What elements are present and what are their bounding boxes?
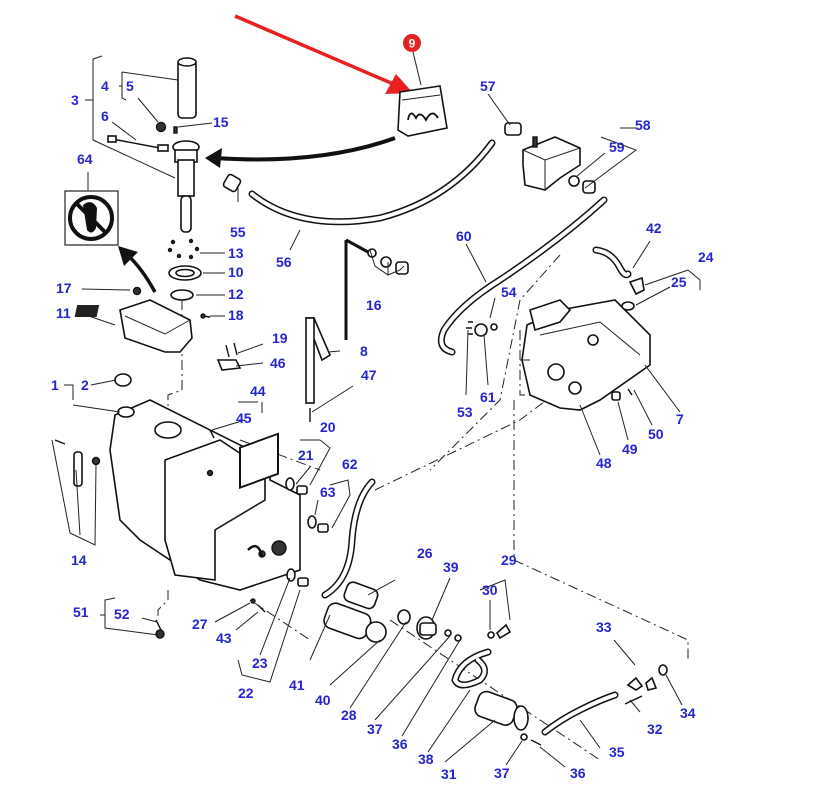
callout-23[interactable]: 23 [252, 655, 268, 671]
tank-cover [74, 286, 193, 353]
callout-52[interactable]: 52 [114, 606, 130, 622]
callout-44[interactable]: 44 [250, 383, 266, 399]
callout-32[interactable]: 32 [647, 721, 663, 737]
hoses [248, 139, 632, 736]
callout-26[interactable]: 26 [417, 545, 433, 561]
callout-35[interactable]: 35 [609, 744, 625, 760]
reference-arrows [118, 136, 396, 293]
callout-43[interactable]: 43 [216, 630, 232, 646]
callout-48[interactable]: 48 [596, 455, 612, 471]
callout-51[interactable]: 51 [73, 604, 89, 620]
callout-64[interactable]: 64 [77, 151, 93, 167]
callout-34[interactable]: 34 [680, 705, 696, 721]
callout-1[interactable]: 1 [51, 377, 59, 393]
breather-assembly [107, 57, 242, 319]
callout-2[interactable]: 2 [81, 377, 89, 393]
callout-31[interactable]: 31 [441, 766, 457, 782]
callout-36-a[interactable]: 36 [392, 736, 408, 752]
callout-3[interactable]: 3 [71, 92, 79, 108]
callout-20[interactable]: 20 [320, 419, 336, 435]
callout-39[interactable]: 39 [443, 559, 459, 575]
callout-7[interactable]: 7 [676, 411, 684, 427]
callout-33[interactable]: 33 [596, 619, 612, 635]
callout-37-b[interactable]: 37 [494, 765, 510, 781]
highlight-arrow [234, 14, 413, 94]
callout-14[interactable]: 14 [71, 552, 87, 568]
callout-17[interactable]: 17 [56, 280, 72, 296]
callout-40[interactable]: 40 [315, 692, 331, 708]
callout-62[interactable]: 62 [342, 456, 358, 472]
callout-38[interactable]: 38 [418, 751, 434, 767]
callout-15[interactable]: 15 [213, 114, 229, 130]
callout-27[interactable]: 27 [192, 616, 208, 632]
valve-block [504, 122, 596, 194]
callout-25[interactable]: 25 [671, 274, 687, 290]
callout-49[interactable]: 49 [622, 441, 638, 457]
callout-60[interactable]: 60 [456, 228, 472, 244]
callout-28[interactable]: 28 [341, 707, 357, 723]
callout-13[interactable]: 13 [228, 245, 244, 261]
callout-12[interactable]: 12 [228, 286, 244, 302]
filter-assembly [323, 581, 668, 746]
callout-16[interactable]: 16 [366, 297, 382, 313]
callout-57[interactable]: 57 [480, 78, 496, 94]
callout-53[interactable]: 53 [457, 404, 473, 420]
callout-54[interactable]: 54 [501, 284, 517, 300]
leader-lines [51, 55, 701, 768]
no-step-warning-sign [64, 172, 119, 246]
callout-63[interactable]: 63 [320, 484, 336, 500]
callout-30[interactable]: 30 [482, 582, 498, 598]
callout-5[interactable]: 5 [126, 78, 134, 94]
callout-46[interactable]: 46 [270, 355, 286, 371]
hydraulic-pump [466, 276, 651, 411]
callout-24[interactable]: 24 [698, 249, 714, 265]
callout-59[interactable]: 59 [609, 139, 625, 155]
callout-18[interactable]: 18 [228, 307, 244, 323]
callout-42[interactable]: 42 [646, 220, 662, 236]
callout-19[interactable]: 19 [272, 330, 288, 346]
callout-55[interactable]: 55 [230, 224, 246, 240]
callout-58[interactable]: 58 [635, 117, 651, 133]
callout-labels: 1 2 3 4 5 6 7 8 10 11 12 13 14 15 16 17 … [51, 78, 714, 782]
callout-50[interactable]: 50 [648, 426, 664, 442]
callout-36-b[interactable]: 36 [570, 765, 586, 781]
callout-21[interactable]: 21 [298, 447, 314, 463]
highlight-badge-number: 9 [409, 37, 416, 51]
callout-22[interactable]: 22 [238, 685, 254, 701]
callout-11[interactable]: 11 [56, 305, 71, 321]
callout-37-a[interactable]: 37 [367, 721, 383, 737]
callout-10[interactable]: 10 [228, 264, 244, 280]
callout-45[interactable]: 45 [236, 410, 252, 426]
callout-47[interactable]: 47 [361, 367, 377, 383]
callout-4[interactable]: 4 [101, 78, 109, 94]
callout-41[interactable]: 41 [289, 677, 305, 693]
hydraulic-tank [54, 373, 301, 639]
highlighted-part-9[interactable]: 9 [397, 34, 448, 137]
callout-8[interactable]: 8 [360, 343, 368, 359]
callout-29[interactable]: 29 [501, 552, 517, 568]
callout-6[interactable]: 6 [101, 108, 109, 124]
highlight-badge [403, 34, 421, 52]
callout-61[interactable]: 61 [480, 389, 496, 405]
callout-56[interactable]: 56 [276, 254, 292, 270]
